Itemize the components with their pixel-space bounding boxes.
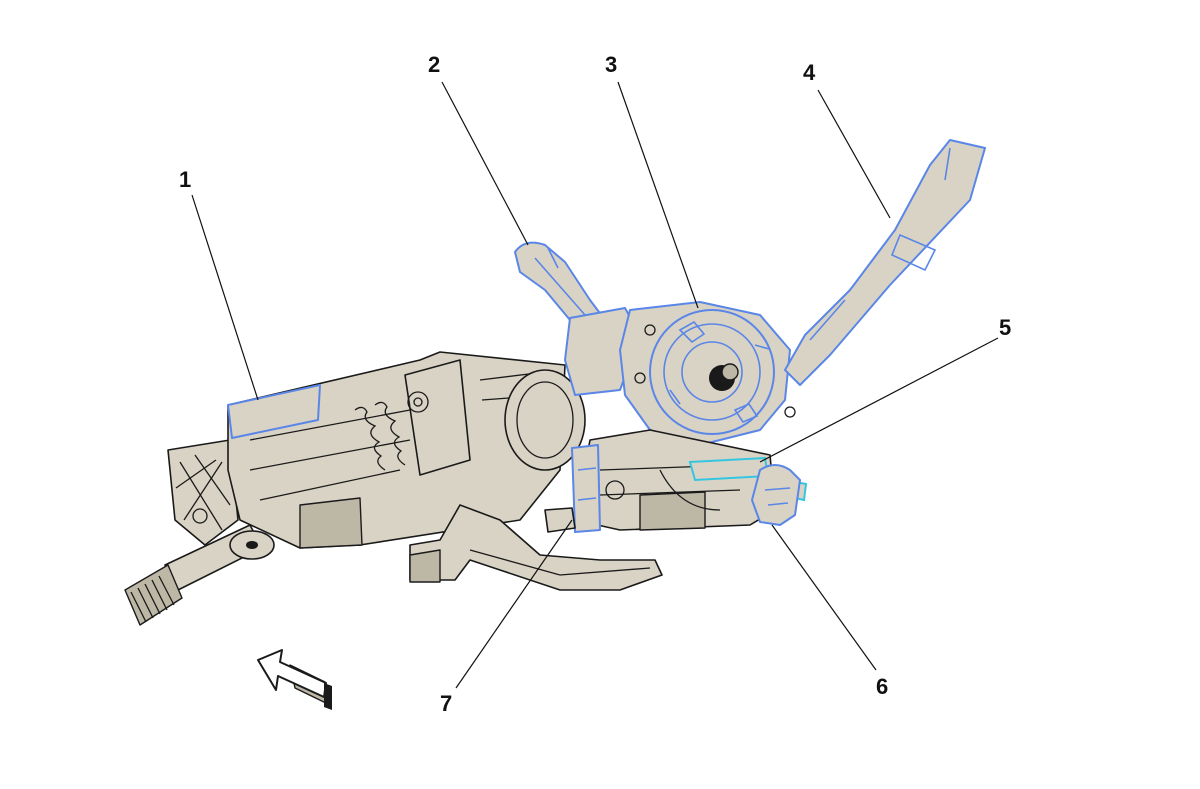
callout-2: 2 xyxy=(428,52,440,77)
callout-6: 6 xyxy=(876,674,888,699)
leader-line-4 xyxy=(817,89,891,219)
clockspring xyxy=(619,301,796,446)
callout-1: 1 xyxy=(179,167,191,192)
leader-line-3 xyxy=(617,81,699,309)
direction-arrow-icon xyxy=(257,649,332,710)
column-bracket xyxy=(167,439,239,546)
leader-lines xyxy=(191,81,999,689)
right-stalk-lever xyxy=(784,139,986,386)
callout-3: 3 xyxy=(605,52,617,77)
ignition-switch-housing xyxy=(751,464,801,526)
callout-7: 7 xyxy=(440,691,452,716)
mounting-plate xyxy=(409,504,663,591)
callout-labels: 1 2 3 4 5 6 7 xyxy=(179,52,1011,716)
leader-line-7 xyxy=(455,519,573,689)
switch-module xyxy=(574,429,776,531)
leader-line-1 xyxy=(191,194,259,401)
column-housing xyxy=(227,351,586,549)
leader-line-2 xyxy=(441,81,529,246)
leader-line-5 xyxy=(759,337,999,463)
leader-line-6 xyxy=(771,524,877,671)
callout-5: 5 xyxy=(999,315,1011,340)
left-stalk-lever xyxy=(514,241,641,396)
splined-shaft-end xyxy=(124,524,275,626)
callout-4: 4 xyxy=(803,60,816,85)
